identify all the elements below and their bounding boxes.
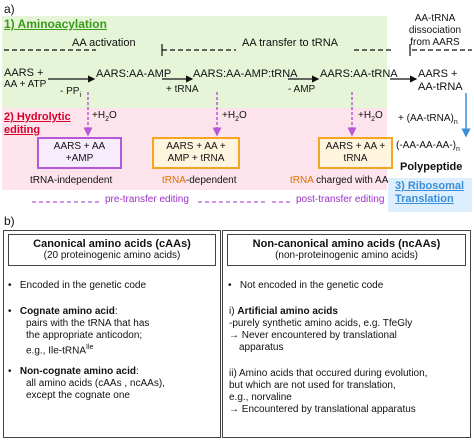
editing-product-box-3: AARS + AA +tRNA	[318, 137, 393, 169]
panel-a-label: a)	[4, 2, 15, 16]
noncanonical-bullet-1: • Not encoded in the genetic code	[228, 280, 384, 291]
canonical-heading: Canonical amino acids (cAAs)	[33, 238, 191, 250]
activation-label: AA activation	[72, 37, 136, 49]
caption-trna-independent: tRNA-independent	[30, 175, 113, 186]
canonical-bullet-3-body: all amino acids (cAAs , ncAAs),except th…	[26, 378, 165, 401]
noncanonical-item-i: i) Artificial amino acids -purely synthe…	[229, 306, 413, 353]
panel-b-label: b)	[4, 214, 15, 228]
aminoacylation-band	[2, 16, 387, 108]
transfer-label: AA transfer to tRNA	[242, 37, 338, 49]
post-transfer-label: post-transfer editing	[296, 194, 385, 205]
canonical-bullet-2: • Cognate amino acid:	[8, 306, 118, 317]
editing-product-box-2: AARS + AA +AMP + tRNA	[152, 137, 240, 169]
canonical-box	[3, 230, 221, 438]
polypeptide-chain: (-AA-AA-AA-)n	[396, 140, 460, 153]
canonical-header: Canonical amino acids (cAAs) (20 protein…	[8, 234, 216, 266]
reactant-aars: AARS +	[4, 67, 44, 79]
polypeptide-label: Polypeptide	[400, 161, 463, 173]
intermediate-aars-aa-amp-trna: AARS:AA-AMP:tRNA	[193, 68, 298, 80]
water-label-1: +H2O	[92, 110, 117, 123]
noncanonical-item-ii: ii) Amino acids that occured during evol…	[229, 368, 428, 415]
canonical-bullet-3: • Non-cognate amino acid:	[8, 366, 139, 377]
intermediate-aars-aa-amp: AARS:AA-AMP	[96, 68, 172, 80]
plus-trna: + tRNA	[166, 84, 199, 95]
noncanonical-heading: Non-canonical amino acids (ncAAs)	[252, 238, 441, 250]
dissociation-label: AA-tRNA dissociation from AARS	[408, 13, 462, 48]
minus-amp: - AMP	[288, 84, 316, 95]
minus-ppi: - PPi	[60, 86, 82, 99]
noncanonical-subheading: (non-proteinogenic amino acids)	[275, 250, 418, 261]
noncanonical-header: Non-canonical amino acids (ncAAs) (non-p…	[227, 234, 466, 266]
noncanonical-box	[222, 230, 471, 438]
canonical-subheading: (20 proteinogenic amino acids)	[43, 250, 181, 261]
water-label-3: +H2O	[358, 110, 383, 123]
editing-product-box-1: AARS + AA+AMP	[37, 137, 122, 169]
pre-transfer-label: pre-transfer editing	[105, 194, 189, 205]
canonical-bullet-1: • Encoded in the genetic code	[8, 280, 147, 291]
aa-trna-n: + (AA-tRNA)n	[398, 113, 458, 126]
translation-band	[388, 178, 472, 212]
panel-a-arrows	[4, 44, 472, 203]
product-aa-trna: AA-tRNA	[418, 81, 463, 93]
intermediate-aars-aa-trna: AARS:AA-tRNA	[320, 68, 398, 80]
caption-trna-charged: tRNA charged with AA	[290, 175, 389, 186]
water-label-2: +H2O	[222, 110, 247, 123]
reactant-aa-atp: AA + ATP	[4, 79, 47, 90]
caption-trna-dependent: tRNA-dependent	[162, 175, 237, 186]
aminoacylation-title: 1) Aminoacylation	[4, 17, 107, 31]
product-aars: AARS +	[418, 68, 458, 80]
